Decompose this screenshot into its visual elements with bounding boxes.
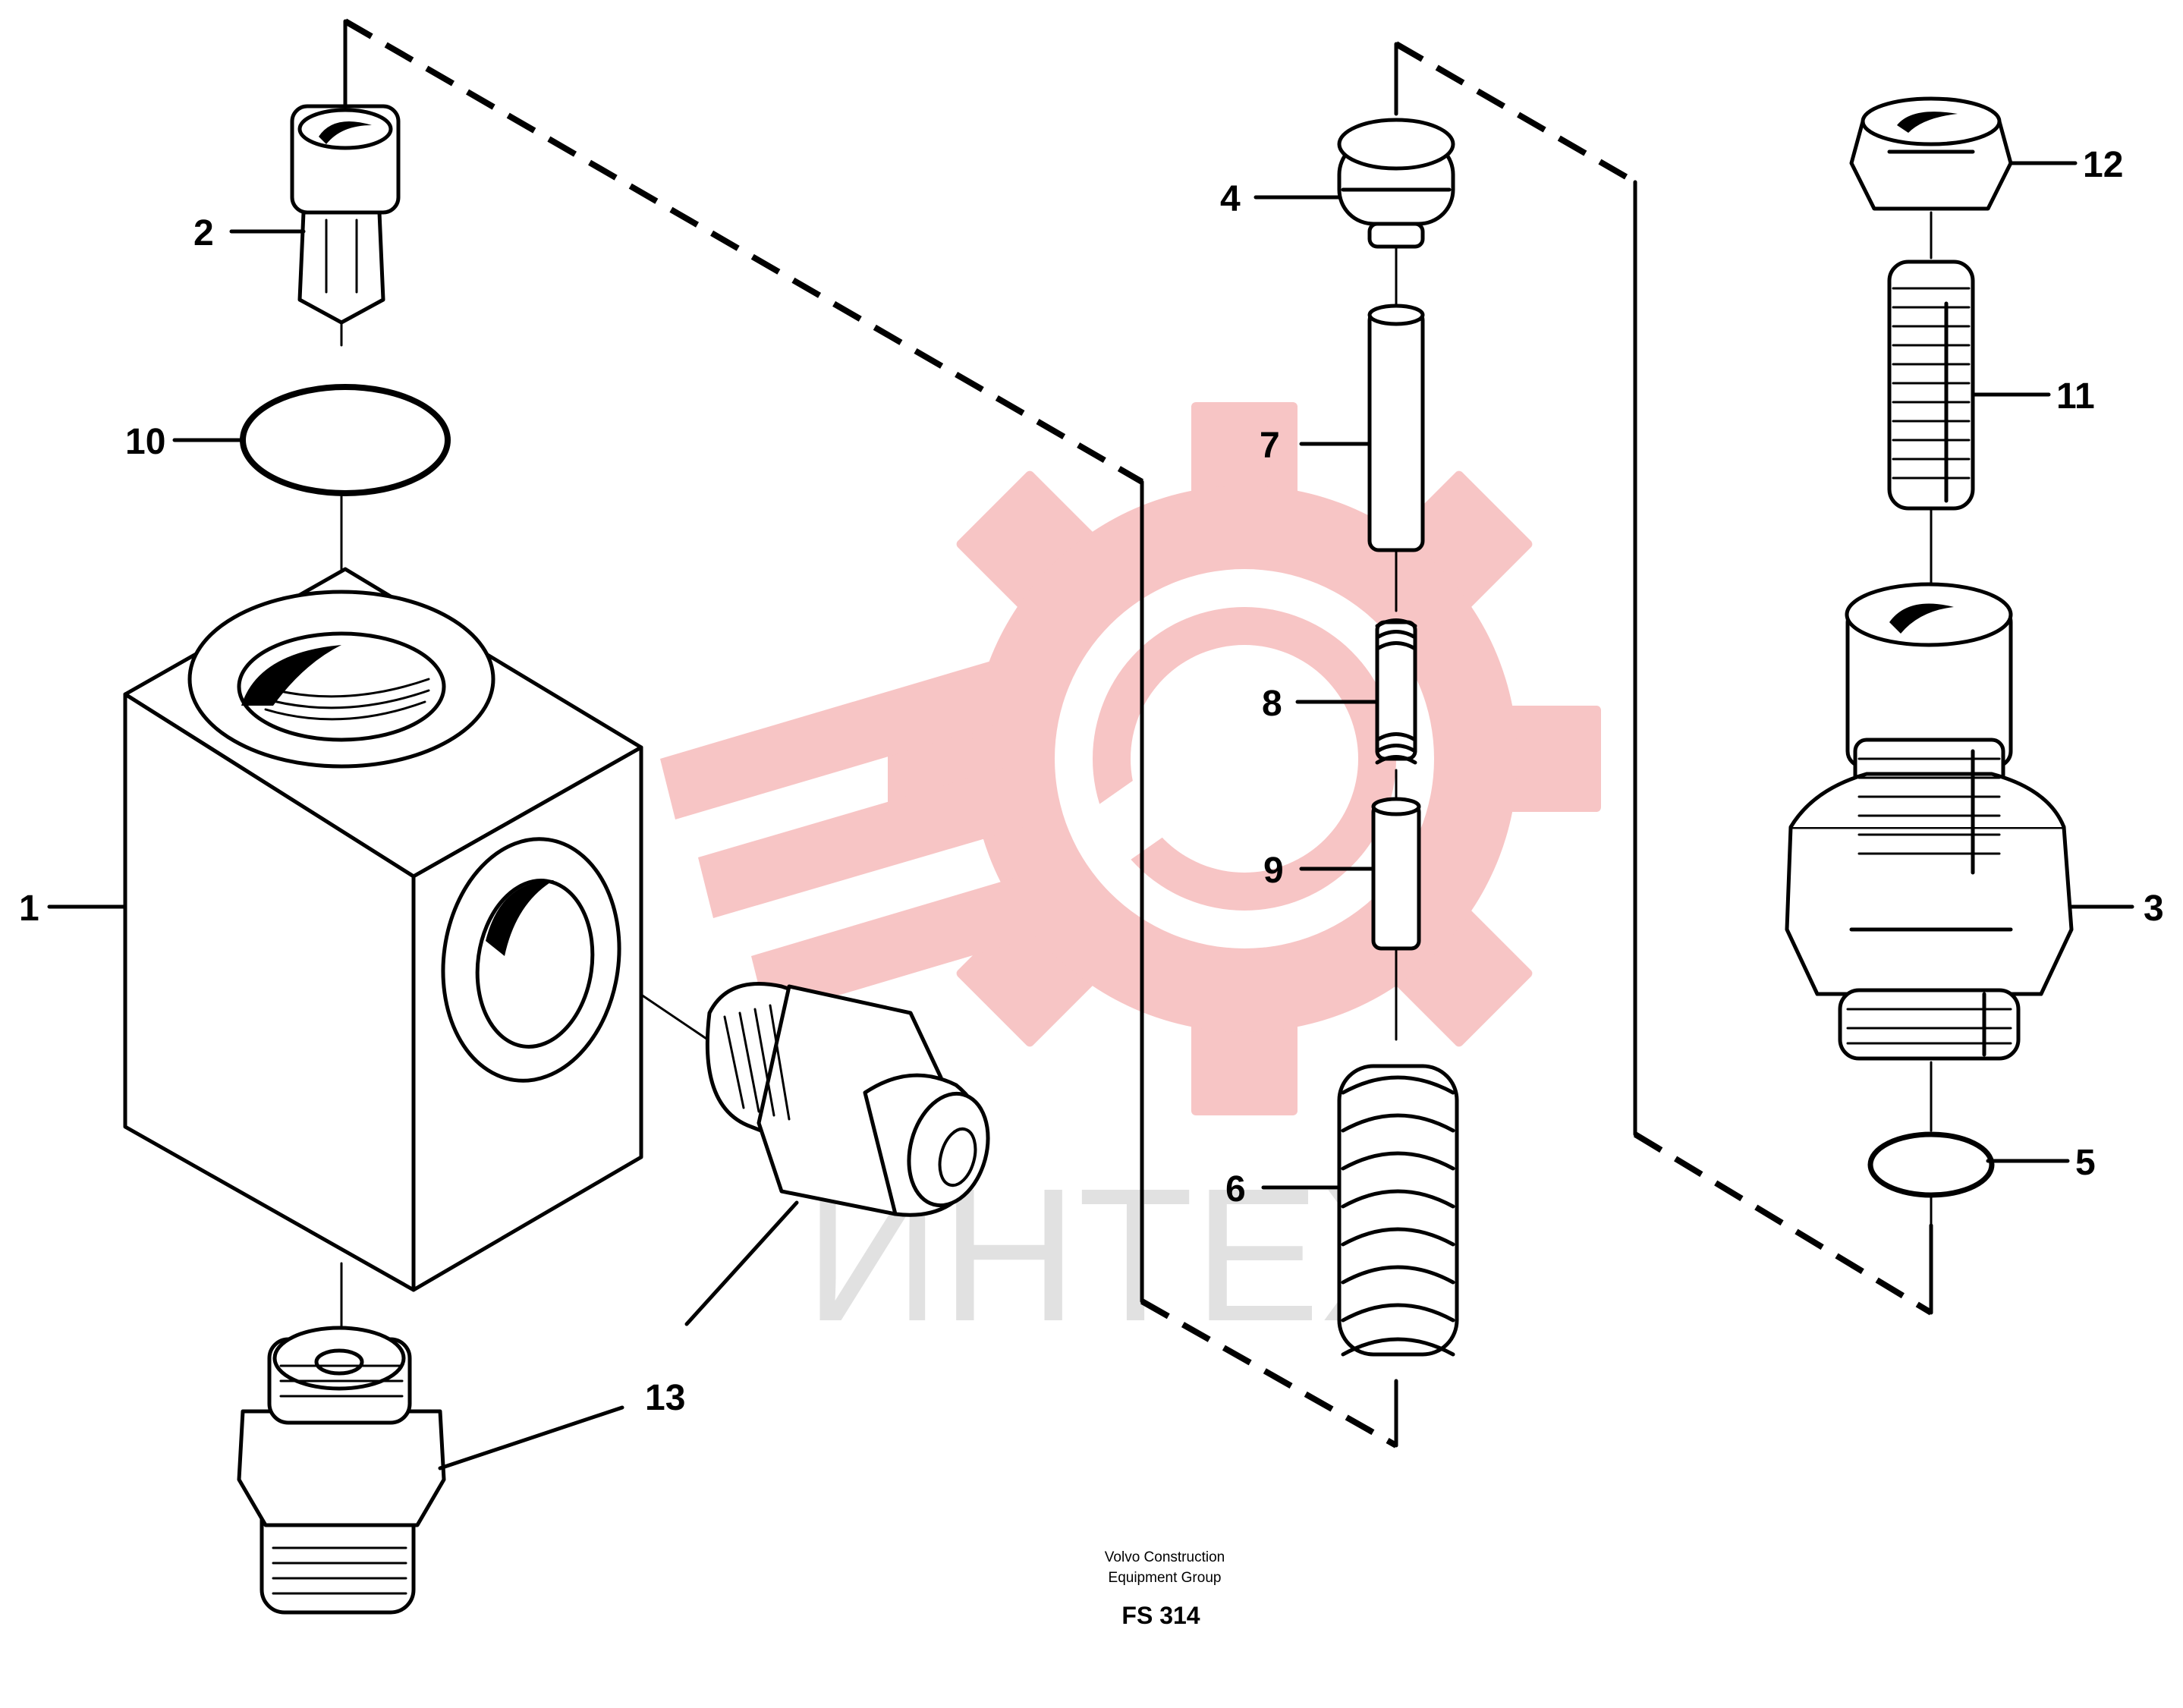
watermark: ИНТЕХ bbox=[660, 402, 1601, 1360]
part-1-valve-block bbox=[123, 567, 643, 1292]
callout-6: 6 bbox=[1225, 1169, 1246, 1209]
part-11-threaded-stud bbox=[1887, 260, 1975, 511]
footer-line-1: Volvo Construction bbox=[1105, 1549, 1225, 1565]
callout-3: 3 bbox=[2144, 889, 2164, 929]
callout-2: 2 bbox=[193, 213, 214, 253]
part-8-small-spring bbox=[1375, 618, 1417, 765]
part-13-adapter-side bbox=[705, 982, 990, 1217]
callout-7: 7 bbox=[1260, 426, 1280, 466]
part-4-cap bbox=[1337, 118, 1455, 249]
callout-11: 11 bbox=[2056, 376, 2095, 417]
part-7-pin bbox=[1367, 304, 1425, 552]
assembly-outline-right bbox=[1394, 41, 1933, 1316]
part-12-nut bbox=[1849, 96, 2013, 211]
part-2-plug bbox=[290, 104, 401, 325]
callout-9: 9 bbox=[1263, 851, 1284, 891]
footer-credit: Volvo Construction Equipment Group FS 31… bbox=[1105, 1549, 1225, 1629]
part-6-spring bbox=[1337, 1064, 1459, 1357]
leader-lines bbox=[47, 161, 2134, 1471]
callout-5: 5 bbox=[2075, 1143, 2096, 1183]
part-10-o-ring bbox=[240, 384, 451, 496]
part-3-valve-housing bbox=[1785, 582, 2074, 1061]
part-13-adapter-bottom bbox=[237, 1326, 446, 1615]
part-9-short-pin bbox=[1371, 797, 1421, 951]
callout-10: 10 bbox=[125, 422, 165, 462]
callout-1: 1 bbox=[19, 889, 39, 929]
callout-13: 13 bbox=[645, 1378, 685, 1418]
part-5-o-ring bbox=[1867, 1131, 1995, 1198]
footer-line-2: Equipment Group bbox=[1109, 1570, 1222, 1586]
callout-8: 8 bbox=[1262, 684, 1282, 724]
figure-code: FS 314 bbox=[1121, 1602, 1200, 1629]
callout-12: 12 bbox=[2083, 145, 2123, 185]
callout-labels: 1 2 3 4 5 6 7 8 9 10 11 12 13 bbox=[19, 145, 2164, 1418]
callout-4: 4 bbox=[1220, 179, 1241, 219]
assembly-outline-left bbox=[343, 18, 1398, 1448]
